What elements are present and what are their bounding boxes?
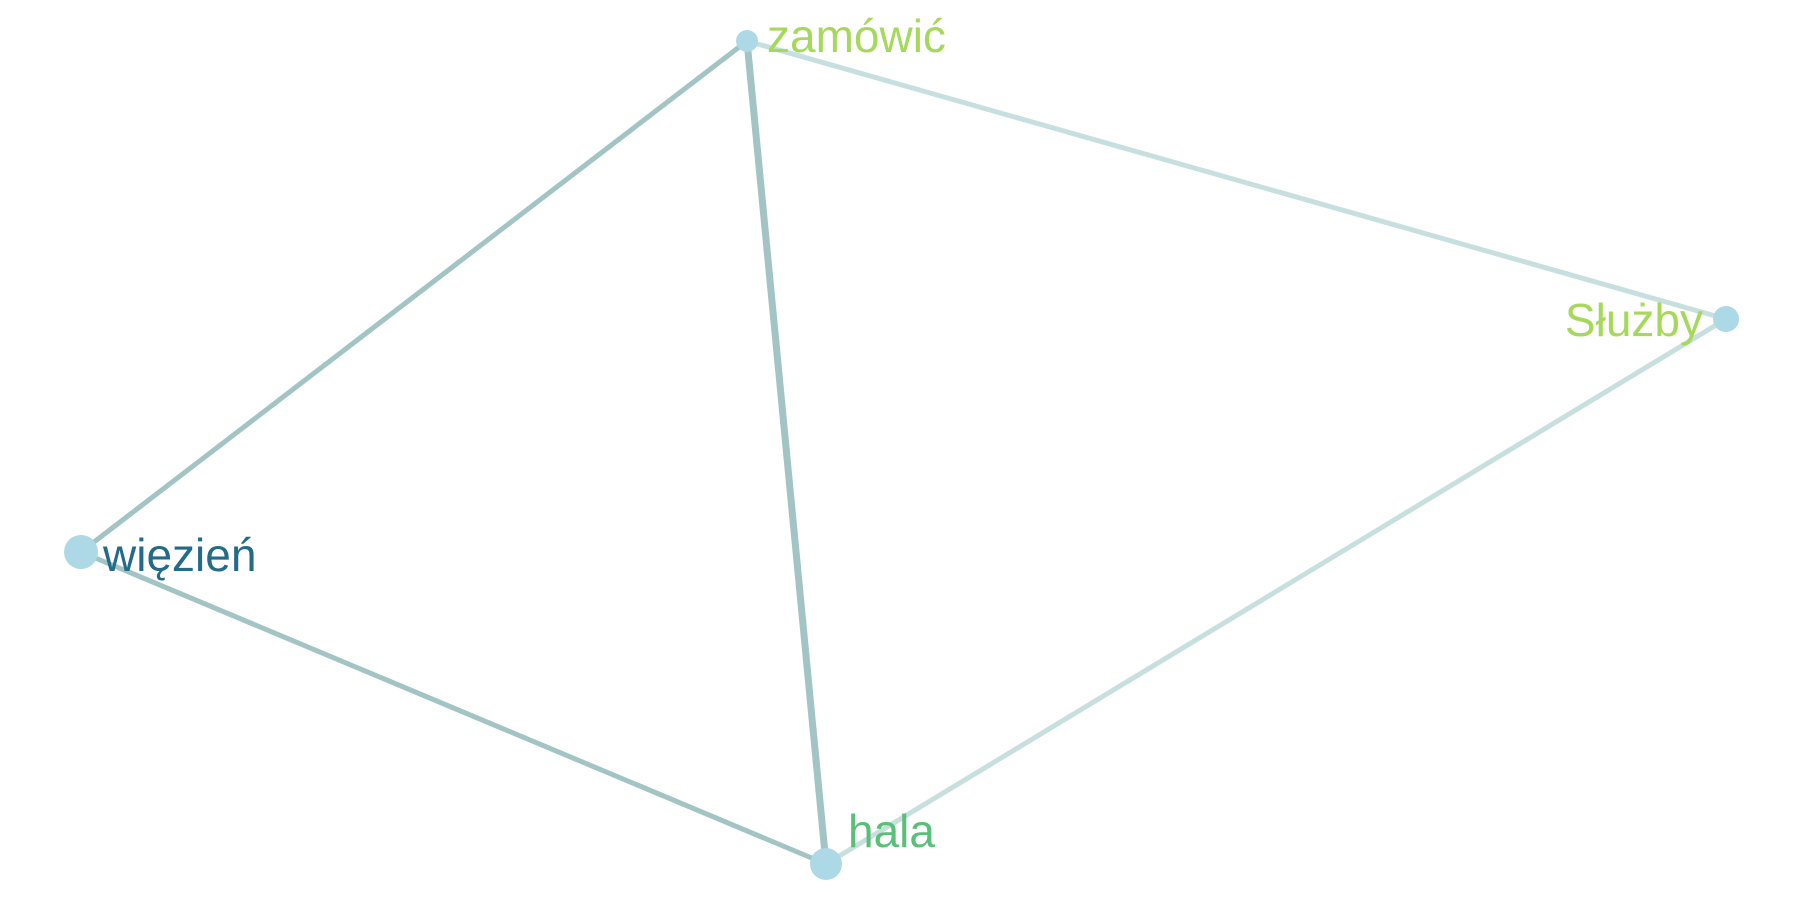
nodes-layer <box>64 30 1739 880</box>
edges-layer <box>78 37 1729 868</box>
node-label-zamowic: zamówić <box>767 10 946 62</box>
node-hala <box>810 848 842 880</box>
edge-wiezien-hala <box>78 549 829 867</box>
node-label-hala: hala <box>848 805 935 857</box>
node-label-sluzby: Służby <box>1565 294 1703 346</box>
edge-zamowic-sluzby <box>744 38 1729 322</box>
node-label-wiezien: więzień <box>102 529 256 581</box>
node-sluzby <box>1713 306 1739 332</box>
node-wiezien <box>64 535 98 569</box>
edge-zamowic-wiezien <box>78 38 750 555</box>
edge-sluzby-hala <box>823 316 1729 867</box>
edge-zamowic-hala <box>743 37 830 868</box>
node-zamowic <box>736 30 758 52</box>
